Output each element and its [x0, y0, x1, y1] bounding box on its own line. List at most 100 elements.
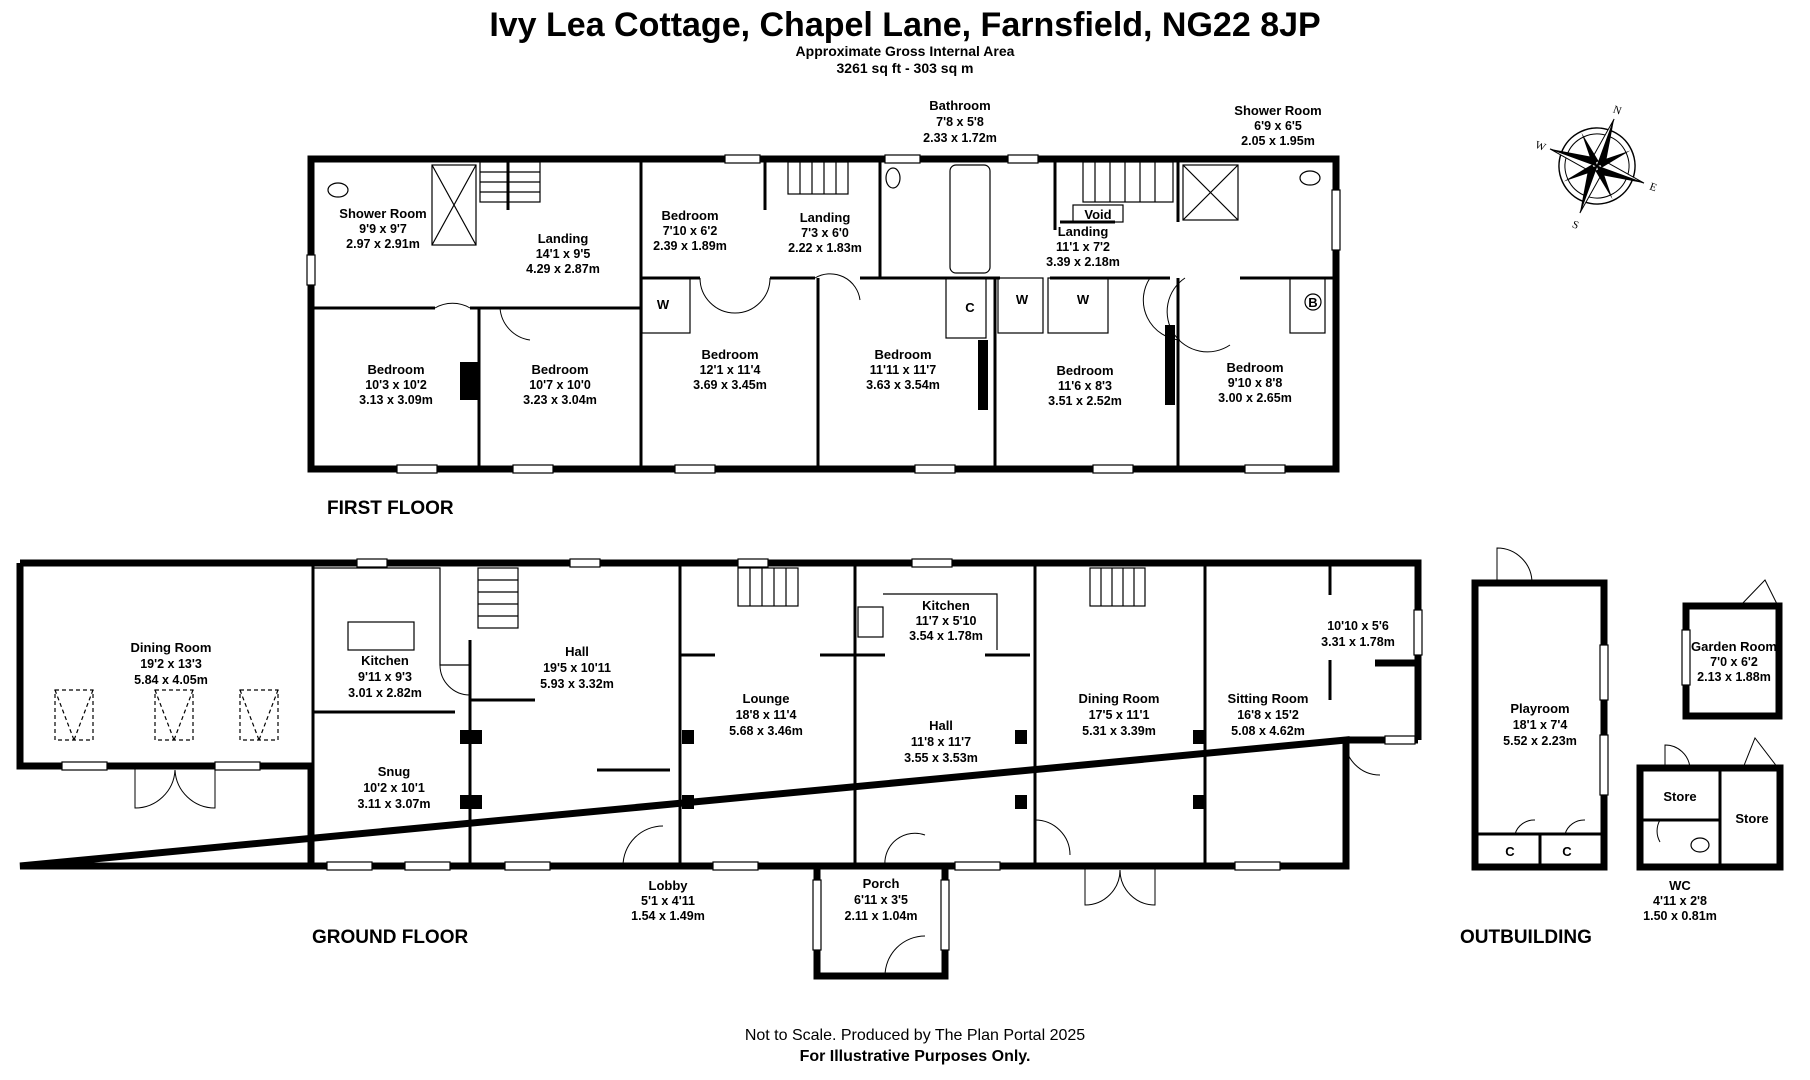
- room-label: Bedroom: [1226, 360, 1283, 375]
- room-dims: 11'1 x 7'2: [1056, 240, 1110, 254]
- room-label: Dining Room: [131, 640, 212, 655]
- compass-s: S: [1571, 219, 1581, 232]
- footer-note: For Illustrative Purposes Only.: [800, 1048, 1031, 1065]
- room-label: Lobby: [649, 878, 689, 893]
- room-dims: 6'11 x 3'5: [854, 893, 908, 907]
- room-label: Shower Room: [339, 206, 426, 221]
- room-dims: 5.52 x 2.23m: [1503, 734, 1577, 748]
- room-label: Bedroom: [531, 362, 588, 377]
- room-dims: 5.84 x 4.05m: [134, 673, 208, 687]
- room-label: Store: [1735, 811, 1768, 826]
- room-dims: 7'10 x 6'2: [663, 224, 718, 238]
- room-dims: 3.11 x 3.07m: [358, 797, 431, 811]
- room-dims: 3.39 x 2.18m: [1046, 255, 1120, 269]
- room-dims: 7'0 x 6'2: [1710, 655, 1758, 669]
- void-label: Void: [1084, 207, 1111, 222]
- wardrobe-label: W: [1016, 292, 1029, 307]
- room-dims: 5.93 x 3.32m: [540, 677, 614, 691]
- room-dims: 3.00 x 2.65m: [1218, 391, 1292, 405]
- room-dims: 2.05 x 1.95m: [1241, 134, 1315, 148]
- room-dims: 9'10 x 8'8: [1228, 376, 1283, 390]
- room-dims: 2.11 x 1.04m: [845, 909, 918, 923]
- cupboard-label: C: [1562, 844, 1572, 859]
- room-label: Kitchen: [922, 598, 970, 613]
- room-dims: 5.31 x 3.39m: [1082, 724, 1156, 738]
- compass-e: E: [1648, 181, 1659, 195]
- room-dims: 3.69 x 3.45m: [693, 378, 767, 392]
- room-label: Kitchen: [361, 653, 409, 668]
- room-label: Hall: [565, 644, 589, 659]
- first-floor-labels: Shower Room 9'9 x 9'7 2.97 x 2.91m Landi…: [339, 98, 1321, 408]
- room-dims: 19'2 x 13'3: [140, 657, 202, 671]
- room-dims: 3.13 x 3.09m: [359, 393, 433, 407]
- room-label: Bedroom: [367, 362, 424, 377]
- room-label: Landing: [1058, 224, 1109, 239]
- room-dims: 11'11 x 11'7: [870, 363, 936, 377]
- room-dims: 5.08 x 4.62m: [1231, 724, 1305, 738]
- stairs-icon: [479, 161, 1174, 203]
- room-dims: 12'1 x 11'4: [700, 363, 761, 377]
- room-dims: 11'6 x 8'3: [1058, 379, 1112, 393]
- cupboard-label: C: [1505, 844, 1515, 859]
- room-dims: 3.51 x 2.52m: [1048, 394, 1122, 408]
- room-dims: 4'11 x 2'8: [1653, 894, 1707, 908]
- area-subtitle: Approximate Gross Internal Area: [796, 43, 1015, 59]
- area-value: 3261 sq ft - 303 sq m: [837, 60, 974, 76]
- ground-floor-label: GROUND FLOOR: [312, 927, 468, 948]
- room-dims: 17'5 x 11'1: [1089, 708, 1150, 722]
- room-label: Garden Room: [1691, 639, 1777, 654]
- room-label: Hall: [929, 718, 953, 733]
- room-dims: 10'2 x 10'1: [363, 781, 425, 795]
- room-label: Bathroom: [929, 98, 990, 113]
- room-dims: 7'3 x 6'0: [801, 226, 849, 240]
- compass-n: N: [1611, 104, 1623, 118]
- footer-disclaimer: Not to Scale. Produced by The Plan Porta…: [745, 1027, 1085, 1044]
- room-dims: 2.22 x 1.83m: [788, 241, 862, 255]
- room-dims: 3.54 x 1.78m: [909, 629, 983, 643]
- room-dims: 14'1 x 9'5: [536, 247, 591, 261]
- room-label: Bedroom: [661, 208, 718, 223]
- room-dims: 9'11 x 9'3: [358, 670, 412, 684]
- room-label: Shower Room: [1234, 103, 1321, 118]
- room-dims: 10'3 x 10'2: [365, 378, 427, 392]
- first-floor-plan: [306, 154, 1341, 474]
- room-label: Bedroom: [701, 347, 758, 362]
- outbuilding-labels: Playroom 18'1 x 7'4 5.52 x 2.23m Garden …: [1503, 639, 1777, 923]
- wardrobe-label: W: [657, 297, 670, 312]
- room-label: Sitting Room: [1228, 691, 1309, 706]
- room-dims: 18'8 x 11'4: [736, 708, 797, 722]
- outbuilding-label: OUTBUILDING: [1460, 927, 1592, 948]
- room-dims: 5.68 x 3.46m: [729, 724, 803, 738]
- room-dims: 2.33 x 1.72m: [923, 131, 997, 145]
- room-label: Landing: [800, 210, 851, 225]
- ground-floor-labels: Dining Room 19'2 x 13'3 5.84 x 4.05m Kit…: [131, 598, 1395, 923]
- room-label: WC: [1669, 878, 1691, 893]
- room-dims: 4.29 x 2.87m: [526, 262, 600, 276]
- room-dims: 5'1 x 4'11: [641, 894, 695, 908]
- room-dims: 1.54 x 1.49m: [631, 909, 705, 923]
- room-dims: 3.63 x 3.54m: [866, 378, 940, 392]
- room-dims: 16'8 x 15'2: [1237, 708, 1299, 722]
- room-dims: 2.39 x 1.89m: [653, 239, 727, 253]
- room-dims: 2.97 x 2.91m: [346, 237, 420, 251]
- cupboard-label: C: [965, 300, 975, 315]
- room-label: Porch: [863, 876, 900, 891]
- room-dims: 3.01 x 2.82m: [348, 686, 422, 700]
- room-label: Landing: [538, 231, 589, 246]
- room-dims: 18'1 x 7'4: [1513, 718, 1568, 732]
- room-label: Dining Room: [1079, 691, 1160, 706]
- wardrobe-label: W: [1077, 292, 1090, 307]
- room-dims: 3.31 x 1.78m: [1321, 635, 1395, 649]
- room-label: Bedroom: [1056, 363, 1113, 378]
- stairs-icon: [477, 567, 1146, 629]
- room-label: Lounge: [743, 691, 790, 706]
- compass-w: W: [1533, 139, 1547, 154]
- ground-floor-plan: [16, 558, 1423, 980]
- room-dims: 2.13 x 1.88m: [1697, 670, 1771, 684]
- room-dims: 10'10 x 5'6: [1327, 619, 1389, 633]
- room-dims: 3.55 x 3.53m: [904, 751, 978, 765]
- page-title: Ivy Lea Cottage, Chapel Lane, Farnsfield…: [489, 6, 1320, 44]
- room-dims: 10'7 x 10'0: [529, 378, 591, 392]
- first-floor-label: FIRST FLOOR: [327, 498, 454, 519]
